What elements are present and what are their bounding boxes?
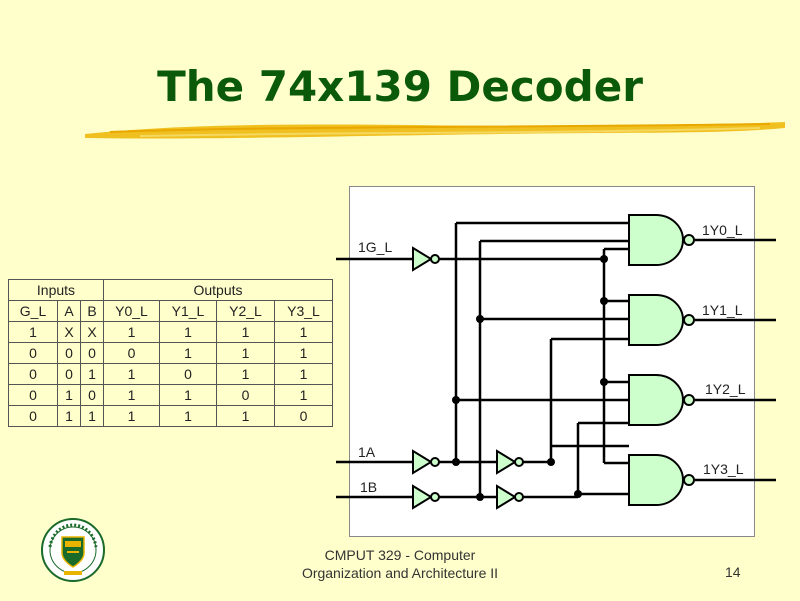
outputs-header: Outputs <box>103 279 333 301</box>
column-header: A <box>57 300 81 322</box>
slide-title: The 74x139 Decoder <box>157 62 643 111</box>
table-cell: 1 <box>216 363 275 385</box>
nand-gate-y2-icon <box>628 374 695 426</box>
decoder-schematic: 1G_L 1A 1B 1Y0_L 1Y1_L 1Y2_L 1Y3_L <box>336 186 776 537</box>
footer-line-2: Organization and Architecture II <box>301 565 499 581</box>
table-cell: 1 <box>103 384 160 406</box>
footer-line-1: CMPUT 329 - Computer <box>324 547 476 563</box>
nand-gates <box>628 214 695 506</box>
table-cell: 1 <box>103 405 160 427</box>
table-cell: 1 <box>80 363 104 385</box>
table-cell: 1 <box>274 321 333 343</box>
column-header: Y3_L <box>274 300 333 322</box>
inverter-a2-icon <box>496 449 524 475</box>
table-cell: 1 <box>274 363 333 385</box>
inverter-gates <box>412 246 524 510</box>
table-cell: 1 <box>159 405 217 427</box>
table-cell: 1 <box>159 342 217 364</box>
column-header: Y2_L <box>216 300 275 322</box>
output-label-y1: 1Y1_L <box>702 302 743 318</box>
nand-gate-y0-icon <box>628 214 695 266</box>
column-header: Y0_L <box>103 300 160 322</box>
page-number: 14 <box>725 564 741 580</box>
table-cell: 1 <box>274 384 333 406</box>
table-cell: 0 <box>103 342 160 364</box>
table-cell: 1 <box>57 405 81 427</box>
inverter-g-icon <box>412 246 440 272</box>
table-cell: 0 <box>274 405 333 427</box>
input-label-g: 1G_L <box>358 239 392 255</box>
slide-footer: CMPUT 329 - Computer Organization and Ar… <box>260 546 540 582</box>
column-header: B <box>80 300 104 322</box>
title-underline-swoosh <box>85 122 785 139</box>
nand-gate-y3-icon <box>628 454 695 506</box>
table-cell: 0 <box>8 384 58 406</box>
table-cell: X <box>57 321 81 343</box>
table-cell: 0 <box>80 342 104 364</box>
table-cell: 1 <box>80 405 104 427</box>
column-header: Y1_L <box>159 300 217 322</box>
inverter-b-icon <box>412 484 440 510</box>
inverter-b2-icon <box>496 484 524 510</box>
nand-gate-y1-icon <box>628 294 695 346</box>
table-cell: 0 <box>8 405 58 427</box>
table-cell: 1 <box>216 405 275 427</box>
junction-dots <box>452 255 608 501</box>
column-header: G_L <box>8 300 58 322</box>
output-label-y0: 1Y0_L <box>702 222 743 238</box>
input-label-b: 1B <box>360 479 377 495</box>
truth-table-column-header: G_L A B Y0_L Y1_L Y2_L Y3_L <box>8 300 333 322</box>
input-label-a: 1A <box>358 444 376 460</box>
truth-table-group-header: Inputs Outputs <box>8 279 333 301</box>
table-cell: 0 <box>216 384 275 406</box>
output-label-y3: 1Y3_L <box>703 461 744 477</box>
table-cell: 1 <box>274 342 333 364</box>
schematic-wires <box>336 221 776 499</box>
inverter-a-icon <box>412 449 440 475</box>
output-label-y2: 1Y2_L <box>705 381 746 397</box>
truth-table: Inputs Outputs G_L A B Y0_L Y1_L Y2_L Y3… <box>8 279 333 427</box>
table-cell: 1 <box>8 321 58 343</box>
table-cell: 1 <box>159 321 217 343</box>
university-of-alberta-crest-icon <box>41 518 105 582</box>
